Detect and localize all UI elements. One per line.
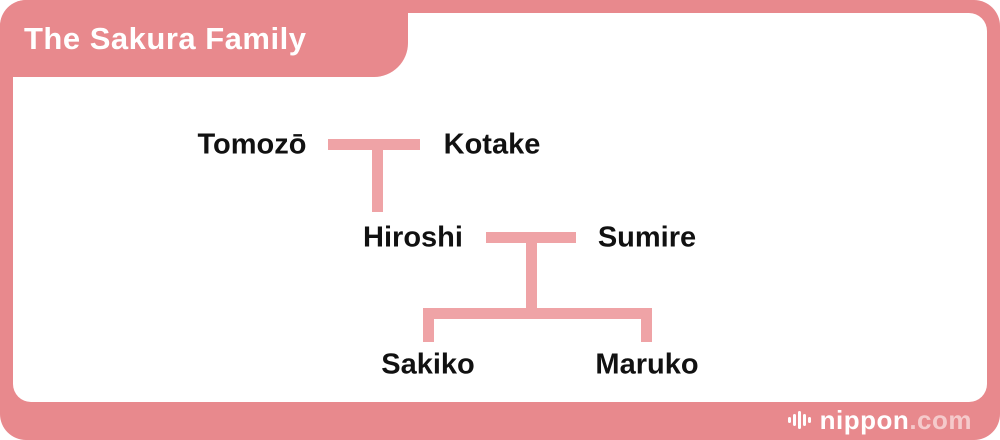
descent-line-gen1 — [372, 139, 383, 212]
descent-line-gen2 — [526, 232, 537, 313]
descent-line-maruko — [641, 308, 652, 342]
page-title: The Sakura Family — [24, 20, 307, 56]
brand-text: nippon — [819, 404, 910, 435]
person-maruko: Maruko — [595, 348, 699, 381]
person-sumire: Sumire — [597, 221, 697, 254]
descent-line-sakiko — [423, 308, 434, 342]
person-tomozo: Tomozō — [197, 128, 307, 161]
person-sakiko: Sakiko — [381, 348, 475, 381]
nippon-logo: nippon.com — [787, 404, 972, 436]
title-badge: The Sakura Family — [0, 0, 408, 77]
person-hiroshi: Hiroshi — [363, 221, 463, 254]
siblings-line — [423, 308, 652, 319]
waveform-icon — [787, 411, 811, 429]
diagram-panel — [13, 13, 987, 402]
brand-suffix-text: .com — [909, 404, 972, 435]
person-kotake: Kotake — [443, 128, 541, 161]
